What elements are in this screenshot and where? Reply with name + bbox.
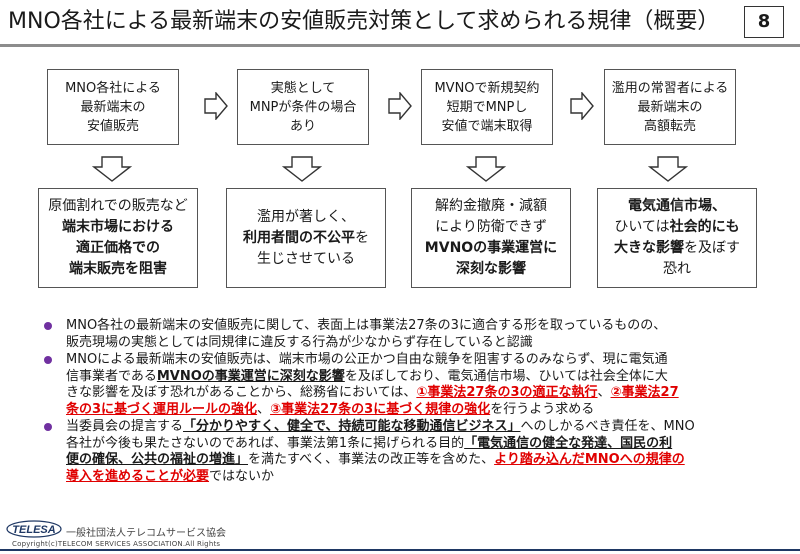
bullet-item-2: MNOによる最新端末の安値販売は、端末市場の公正かつ自由な競争を阻害するのみなら… — [44, 352, 764, 418]
bullet-dot-icon — [44, 356, 52, 364]
flow-step-4: 濫用の常習者による最新端末の高額転売 — [604, 69, 736, 145]
arrow-right-icon — [388, 92, 412, 120]
arrow-down-icon — [282, 156, 322, 182]
bullet-dot-icon — [44, 423, 52, 431]
telesa-logo: TELESA — [6, 520, 62, 538]
flow-step-3: MVNOで新規契約短期でMNPし安値で端末取得 — [421, 69, 553, 145]
arrow-right-icon — [570, 92, 594, 120]
bullet-dot-icon — [44, 322, 52, 330]
impact-box-2: 濫用が著しく、 利用者間の不公平を 生じさせている — [226, 188, 386, 288]
footer-divider — [0, 549, 800, 551]
flow-step-1: MNO各社による最新端末の安値販売 — [47, 69, 179, 145]
arrow-right-icon — [204, 92, 228, 120]
footer: TELESA 一般社団法人テレコムサービス協会 Copyright(c)TELE… — [4, 520, 324, 552]
impact-box-4: 電気通信市場、 ひいては社会的にも 大きな影響を及ぼす 恐れ — [597, 188, 757, 288]
svg-text:TELESA: TELESA — [12, 524, 55, 536]
arrow-down-icon — [648, 156, 688, 182]
bullet-item-1: MNO各社の最新端末の安値販売に関して、表面上は事業法27条の3に適合する形を取… — [44, 318, 764, 351]
page-title: MNO各社による最新端末の安値販売対策として求められる規律（概要） — [8, 9, 720, 34]
impact-box-3: 解約金撤廃・減額 により防衛できず MVNOの事業運営に 深刻な影響 — [411, 188, 571, 288]
bullet-item-3: 当委員会の提言する「分かりやすく、健全で、持続可能な移動通信ビジネス」へのしかる… — [44, 419, 764, 485]
bullet-list: MNO各社の最新端末の安値販売に関して、表面上は事業法27条の3に適合する形を取… — [44, 318, 764, 486]
arrow-down-icon — [466, 156, 506, 182]
arrow-down-icon — [92, 156, 132, 182]
title-divider — [0, 44, 800, 47]
impact-box-1: 原価割れでの販売など 端末市場における 適正価格での 端末販売を阻害 — [38, 188, 198, 288]
page-number: 8 — [744, 6, 784, 38]
organization-name: 一般社団法人テレコムサービス協会 — [66, 528, 226, 539]
copyright: Copyright(c)TELECOM SERVICES ASSOCIATION… — [12, 540, 221, 548]
